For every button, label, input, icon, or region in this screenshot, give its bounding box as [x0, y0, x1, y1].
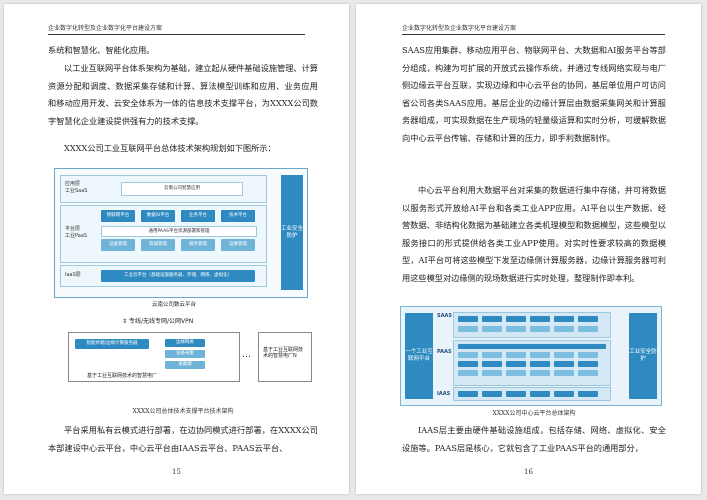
collect-end-box: 采集端	[165, 361, 205, 369]
saas-label: SAAS	[437, 313, 452, 319]
paas-label: PAAS	[437, 349, 452, 355]
iaas-layer: IaaS层 工业云平台（基础设施服务器、存储、网络、虚拟化）	[60, 265, 267, 287]
saas-layer-label: 应用层 工业SaaS	[65, 181, 88, 194]
paas-bottom-box: 运维管理	[221, 239, 255, 251]
paas-row	[453, 340, 611, 386]
paragraph: IAAS层主要由硬件基础设施组成，包括存储、网络、虚拟化、安全设施等。PAAS层…	[402, 425, 666, 453]
saas-row	[453, 312, 611, 338]
paragraph: 以工业互联网平台体系架构为基础，建立起从硬件基础设施管理、计算资源分配和调度、数…	[48, 63, 318, 126]
device-collect-box: 设备采集	[165, 350, 205, 358]
paas-layer-label: 平台层 工业PaaS	[65, 226, 88, 239]
paas-top-box: 技术平台	[221, 210, 255, 222]
paas-top-box: 物联网平台	[101, 210, 135, 222]
page-number: 15	[172, 468, 181, 476]
security-sidebar: 工业安全防护	[281, 175, 303, 290]
security-sidebar: 工业安全防护	[629, 313, 657, 399]
vpn-text: 专线/无线专网/公网VPN	[128, 318, 194, 325]
edge-gateway-box: 边缘网关	[165, 339, 205, 347]
plant-box: 智能终端/边缘计算服务器 边缘网关 设备采集 采集端 基于工业互联网技术的智慧电…	[68, 332, 240, 382]
paas-bottom-box: 设备管理	[101, 239, 135, 251]
ellipsis: …	[242, 350, 251, 360]
edge-server-box: 智能终端/边缘计算服务器	[75, 339, 149, 349]
plant-box-n: 基于工业互联网技术的智慧电厂N	[258, 332, 312, 382]
saas-app-box: 云南公司智慧应用	[121, 182, 243, 196]
paragraph: XXXX公司工业互联网平台总体技术架构规划如下图所示：	[64, 143, 276, 153]
plant-title: 基于工业互联网技术的智慧电厂	[87, 373, 158, 379]
paas-top-box: 数据AI平台	[141, 210, 175, 222]
central-cloud-diagram: 一个工业互联网平台 工业安全防护 SAAS PAAS IAAS	[400, 306, 662, 406]
page-header: 企业数字化转型及企业数字化平台建设方案	[48, 24, 305, 35]
architecture-diagram: 应用层 工业SaaS 云南公司智慧应用 平台层 工业PaaS 物联网平台 数据A…	[54, 168, 308, 298]
paas-mid-box: 通用PAAS平台资源部署和管理	[101, 226, 257, 237]
iaas-label: IAAS	[437, 391, 451, 397]
paragraph: SAAS应用集群、移动应用平台、物联网平台、大数据和AI服务平台等部分组成，构建…	[402, 45, 666, 143]
iaas-row	[453, 387, 611, 401]
plant-n-title: 基于工业互联网技术的智慧电厂N	[263, 347, 304, 359]
paas-bottom-box: 服务管理	[181, 239, 215, 251]
paragraph: 平台采用私有云模式进行部署，在边协同模式进行部署，在XXXX公司本部建设中心云平…	[48, 425, 318, 453]
platform-sidebar: 一个工业互联网平台	[405, 313, 433, 399]
saas-layer: 应用层 工业SaaS 云南公司智慧应用	[60, 175, 267, 203]
figure-caption: XXXX公司中心云平台总体架构	[492, 410, 576, 417]
iaas-layer-label: IaaS层	[65, 272, 81, 278]
right-page: 企业数字化转型及企业数字化平台建设方案 SAAS应用集群、移动应用平台、物联网平…	[356, 4, 701, 494]
cloud-caption: 云南公司数云平台	[152, 302, 197, 308]
double-arrow-icon: ⇕	[122, 318, 128, 325]
figure-caption: XXXX公司总体技术支撑平台技术架构	[132, 408, 234, 415]
iaas-box: 工业云平台（基础设施服务器、存储、网络、虚拟化）	[101, 270, 255, 282]
paas-layer: 平台层 工业PaaS 物联网平台 数据AI平台 业务平台 技术平台 通用PAAS…	[60, 205, 267, 263]
paragraph: 系统和智慧化、智能化应用。	[48, 45, 155, 55]
left-page: 企业数字化转型及企业数字化平台建设方案 系统和智慧化、智能化应用。 以工业互联网…	[4, 4, 349, 494]
paragraph: 中心云平台利用大数据平台对采集的数据进行集中存储，并可将数据以服务形式开放给AI…	[402, 185, 666, 283]
page-header: 企业数字化转型及企业数字化平台建设方案	[402, 24, 665, 35]
page-number: 16	[524, 468, 533, 476]
vpn-link-label: ⇕ 专线/无线专网/公网VPN	[122, 316, 193, 325]
paas-top-box: 业务平台	[181, 210, 215, 222]
paas-bottom-box: 容器管理	[141, 239, 175, 251]
